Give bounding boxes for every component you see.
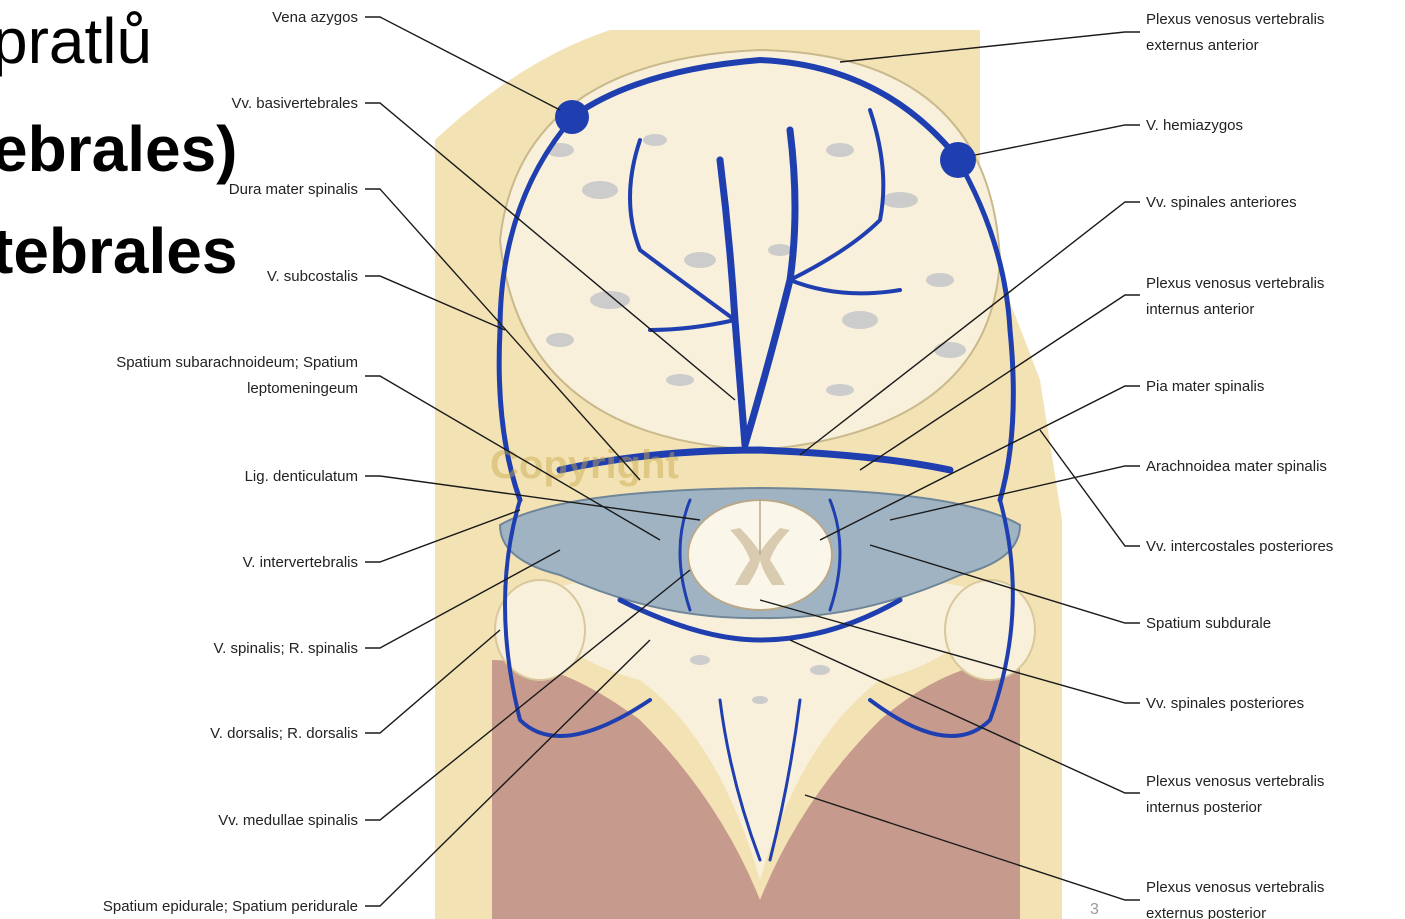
label-pia-mater-spinalis: Pia mater spinalis	[1146, 378, 1264, 395]
label-plexus-externus-anterior-1: Plexus venosus vertebralis	[1146, 11, 1324, 28]
label-plexus-internus-anterior-1: Plexus venosus vertebralis	[1146, 275, 1324, 292]
label-plexus-internus-posterior-1: Plexus venosus vertebralis	[1146, 773, 1324, 790]
label-lig-denticulatum: Lig. denticulatum	[245, 468, 358, 485]
label-plexus-externus-posterior-1: Plexus venosus vertebralis	[1146, 879, 1324, 896]
label-leptomeningeum: leptomeningeum	[247, 380, 358, 397]
label-plexus-externus-anterior-2: externus anterior	[1146, 37, 1259, 54]
label-v-intervertebralis: V. intervertebralis	[243, 554, 358, 571]
label-vena-azygos: Vena azygos	[272, 9, 358, 26]
label-vv-intercostales-posteriores: Vv. intercostales posteriores	[1146, 538, 1333, 555]
v-hemiazygos-vessel	[940, 142, 976, 178]
label-plexus-internus-anterior-2: internus anterior	[1146, 301, 1254, 318]
label-plexus-internus-posterior-2: internus posterior	[1146, 799, 1262, 816]
label-arachnoidea-mater-spinalis: Arachnoidea mater spinalis	[1146, 458, 1327, 475]
label-spatium-subdurale: Spatium subdurale	[1146, 615, 1271, 632]
label-v-hemiazygos: V. hemiazygos	[1146, 117, 1243, 134]
slide-heading-line-3: tebrales	[0, 214, 237, 288]
label-v-subcostalis: V. subcostalis	[267, 268, 358, 285]
label-v-dorsalis: V. dorsalis; R. dorsalis	[210, 725, 358, 742]
watermark: Copyright	[490, 443, 679, 487]
label-v-spinalis: V. spinalis; R. spinalis	[213, 640, 358, 657]
labels-right: Plexus venosus vertebralis externus ante…	[1146, 11, 1333, 919]
label-plexus-externus-posterior-2: externus posterior	[1146, 905, 1266, 919]
label-dura-mater-spinalis: Dura mater spinalis	[229, 181, 358, 198]
slide-heading-line-2: ebrales)	[0, 112, 237, 186]
label-spatium-subarachnoideum: Spatium subarachnoideum; Spatium	[116, 354, 358, 371]
vena-azygos-vessel	[555, 100, 589, 134]
label-vv-medullae-spinalis: Vv. medullae spinalis	[218, 812, 358, 829]
page-marker: 3	[1090, 901, 1099, 918]
label-vv-spinales-posteriores: Vv. spinales posteriores	[1146, 695, 1304, 712]
label-vv-spinales-anteriores: Vv. spinales anteriores	[1146, 194, 1297, 211]
slide-heading-line-1: pratlů	[0, 4, 152, 78]
label-spatium-epidurale: Spatium epidurale; Spatium peridurale	[103, 898, 358, 915]
label-vv-basivertebrales: Vv. basivertebrales	[232, 95, 358, 112]
